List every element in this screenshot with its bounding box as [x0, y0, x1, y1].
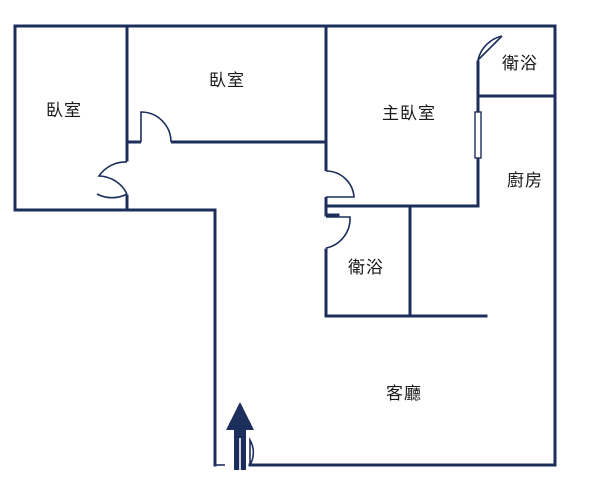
interior-walls [125, 24, 557, 318]
room-label-bedroom-top: 臥室 [209, 71, 245, 91]
room-label-bathroom-top: 衛浴 [502, 54, 538, 74]
room-label-bathroom-center: 衛浴 [348, 258, 384, 278]
master-window [474, 111, 482, 159]
room-label-living-room: 客廳 [386, 384, 422, 404]
outer-walls [13, 24, 557, 467]
doors [96, 28, 503, 466]
room-label-master-bedroom: 主臥室 [382, 104, 436, 124]
up-arrow-icon [226, 402, 254, 470]
room-label-bedroom-left: 臥室 [46, 101, 82, 121]
room-label-kitchen: 廚房 [507, 170, 543, 191]
